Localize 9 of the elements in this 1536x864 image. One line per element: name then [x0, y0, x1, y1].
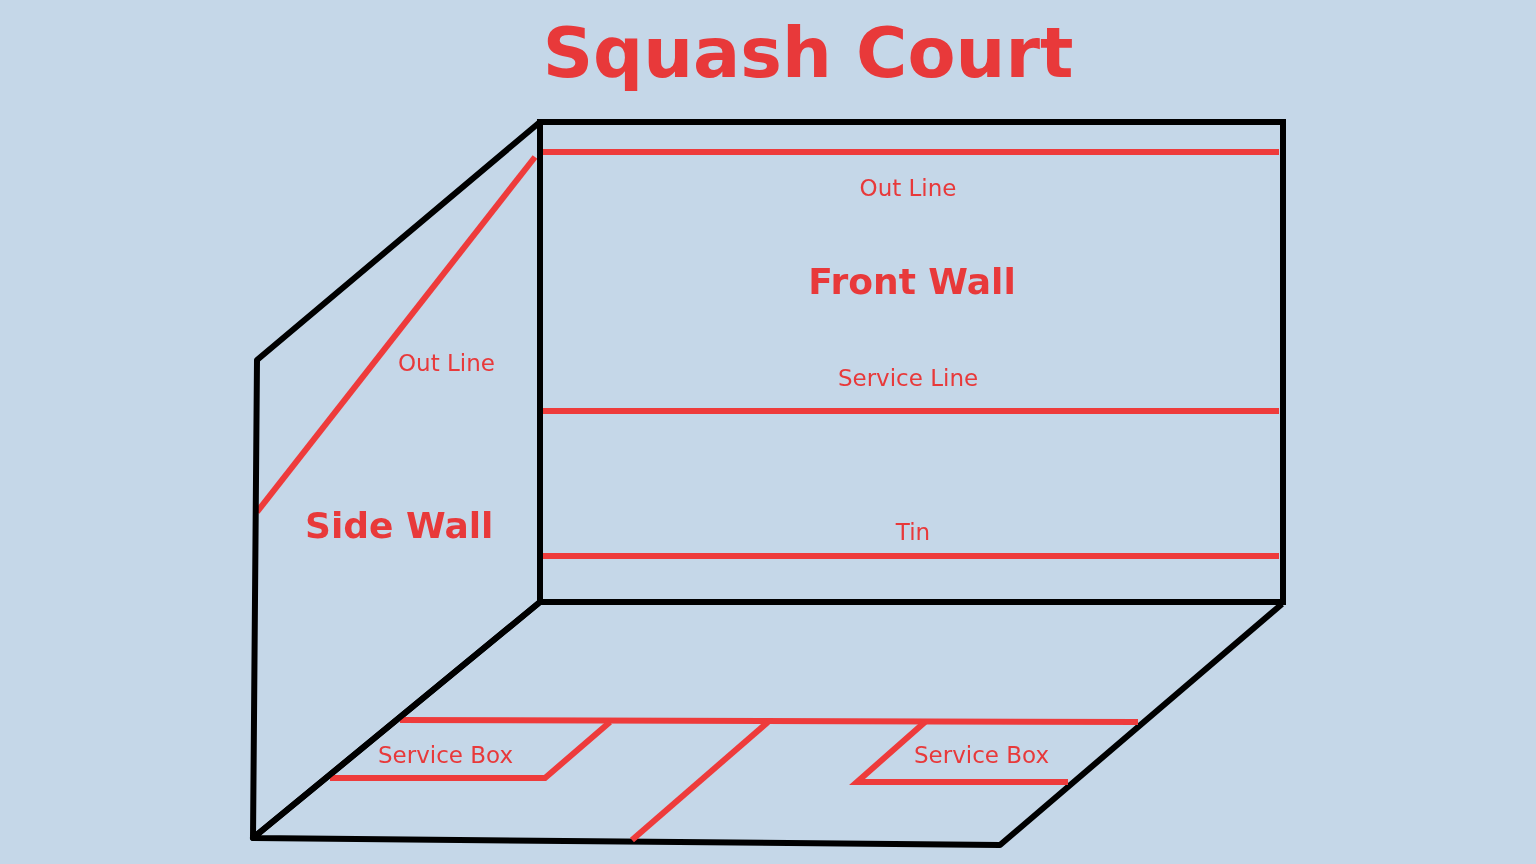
wall-label: Side Wall [305, 505, 494, 546]
marking-label: Service Box [914, 742, 1050, 768]
marking-label: Out Line [398, 350, 495, 376]
marking-label: Out Line [859, 175, 957, 201]
marking-label: Service Line [837, 365, 979, 391]
wall-label: Front Wall [808, 261, 1016, 302]
title: Squash Court [542, 12, 1074, 94]
marking-label: Service Box [378, 742, 514, 768]
marking-label: Tin [895, 519, 931, 545]
